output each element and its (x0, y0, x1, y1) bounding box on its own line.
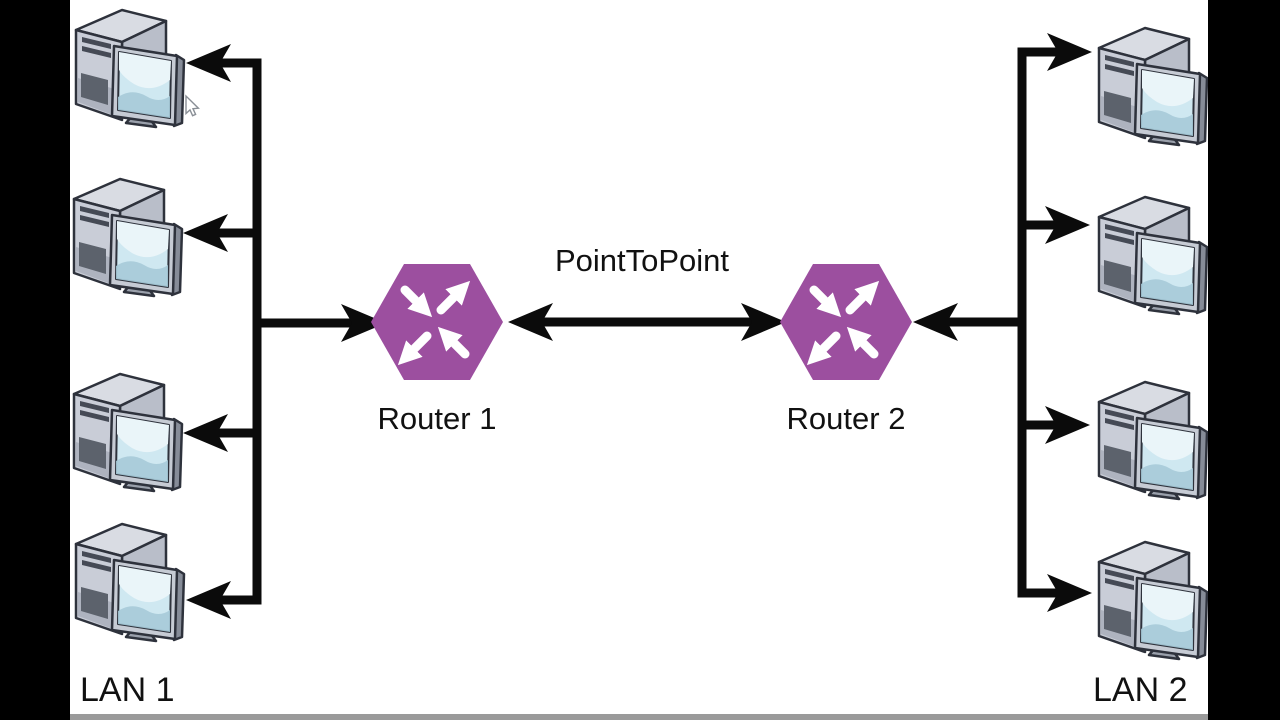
arrowhead-right (341, 304, 386, 342)
desktop-computer-icon (1097, 380, 1208, 501)
desktop-computer-icon (72, 177, 184, 298)
arrowhead-left (186, 44, 231, 82)
desktop-computer-icon (74, 8, 186, 129)
lan1-label: LAN 1 (80, 671, 175, 709)
mouse-cursor-icon (185, 94, 200, 117)
desktop-computer-icon (72, 372, 184, 493)
router-crossed-arrows-icon (780, 264, 912, 380)
letterbox-right (1208, 0, 1280, 720)
lan2-label: LAN 2 (1093, 671, 1188, 709)
arrowhead-left (913, 303, 958, 341)
arrowhead-left (508, 303, 553, 341)
lan1-hosts (72, 8, 186, 643)
arrowhead-left (183, 214, 228, 252)
letterbox-left (0, 0, 70, 720)
arrowhead-right (1045, 406, 1090, 444)
desktop-computer-icon (74, 522, 186, 643)
desktop-computer-icon (1097, 195, 1208, 316)
arrowhead-left (183, 414, 228, 452)
arrowhead-right (1047, 33, 1092, 71)
router1-label: Router 1 (377, 401, 497, 436)
network-links (183, 33, 1092, 619)
arrowhead-right (1045, 206, 1090, 244)
desktop-computer-icon (1097, 26, 1208, 147)
router2-label: Router 2 (786, 401, 906, 436)
arrowhead-left (186, 581, 231, 619)
diagram-canvas: PointToPoint Router 1 Router 2 LAN 1 LAN… (70, 0, 1208, 720)
network-diagram (72, 8, 1208, 661)
arrowhead-right (741, 303, 786, 341)
lan2-hosts (1097, 26, 1208, 661)
arrowhead-right (1047, 574, 1092, 612)
router-crossed-arrows-icon (371, 264, 503, 380)
desktop-computer-icon (1097, 540, 1208, 661)
p2p-link-label: PointToPoint (554, 243, 730, 278)
